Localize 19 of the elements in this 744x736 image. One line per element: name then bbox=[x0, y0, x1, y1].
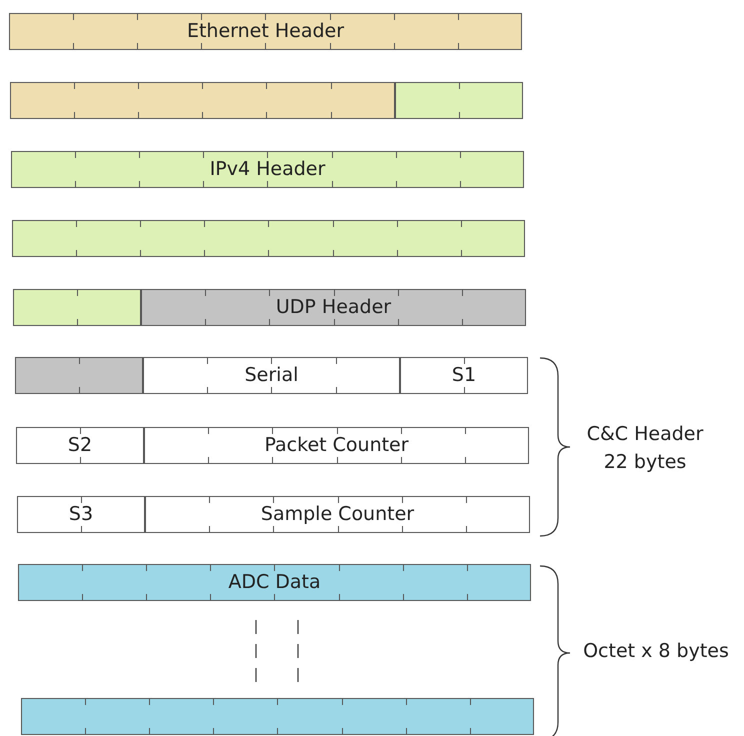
field-label: S1 bbox=[452, 366, 476, 385]
header-field bbox=[143, 357, 400, 394]
field-label: S3 bbox=[68, 505, 94, 524]
header-field bbox=[16, 427, 144, 464]
field-label: UDP Header bbox=[276, 298, 392, 317]
brace-label: C&C Header 22 bytes bbox=[586, 422, 704, 475]
field-label: Ethernet Header bbox=[186, 22, 344, 41]
header-field bbox=[17, 496, 145, 533]
brace-label: Octet x 8 bytes bbox=[582, 639, 730, 664]
header-field bbox=[144, 427, 529, 464]
field-label: Packet Counter bbox=[264, 436, 409, 455]
header-field bbox=[141, 289, 526, 326]
field-label: ADC Data bbox=[228, 573, 321, 592]
header-field bbox=[400, 357, 528, 394]
header-field bbox=[145, 496, 530, 533]
field-label: Serial bbox=[244, 366, 298, 385]
field-label: Sample Counter bbox=[260, 505, 414, 524]
field-label: S2 bbox=[68, 436, 92, 455]
field-label: IPv4 Header bbox=[210, 160, 326, 179]
